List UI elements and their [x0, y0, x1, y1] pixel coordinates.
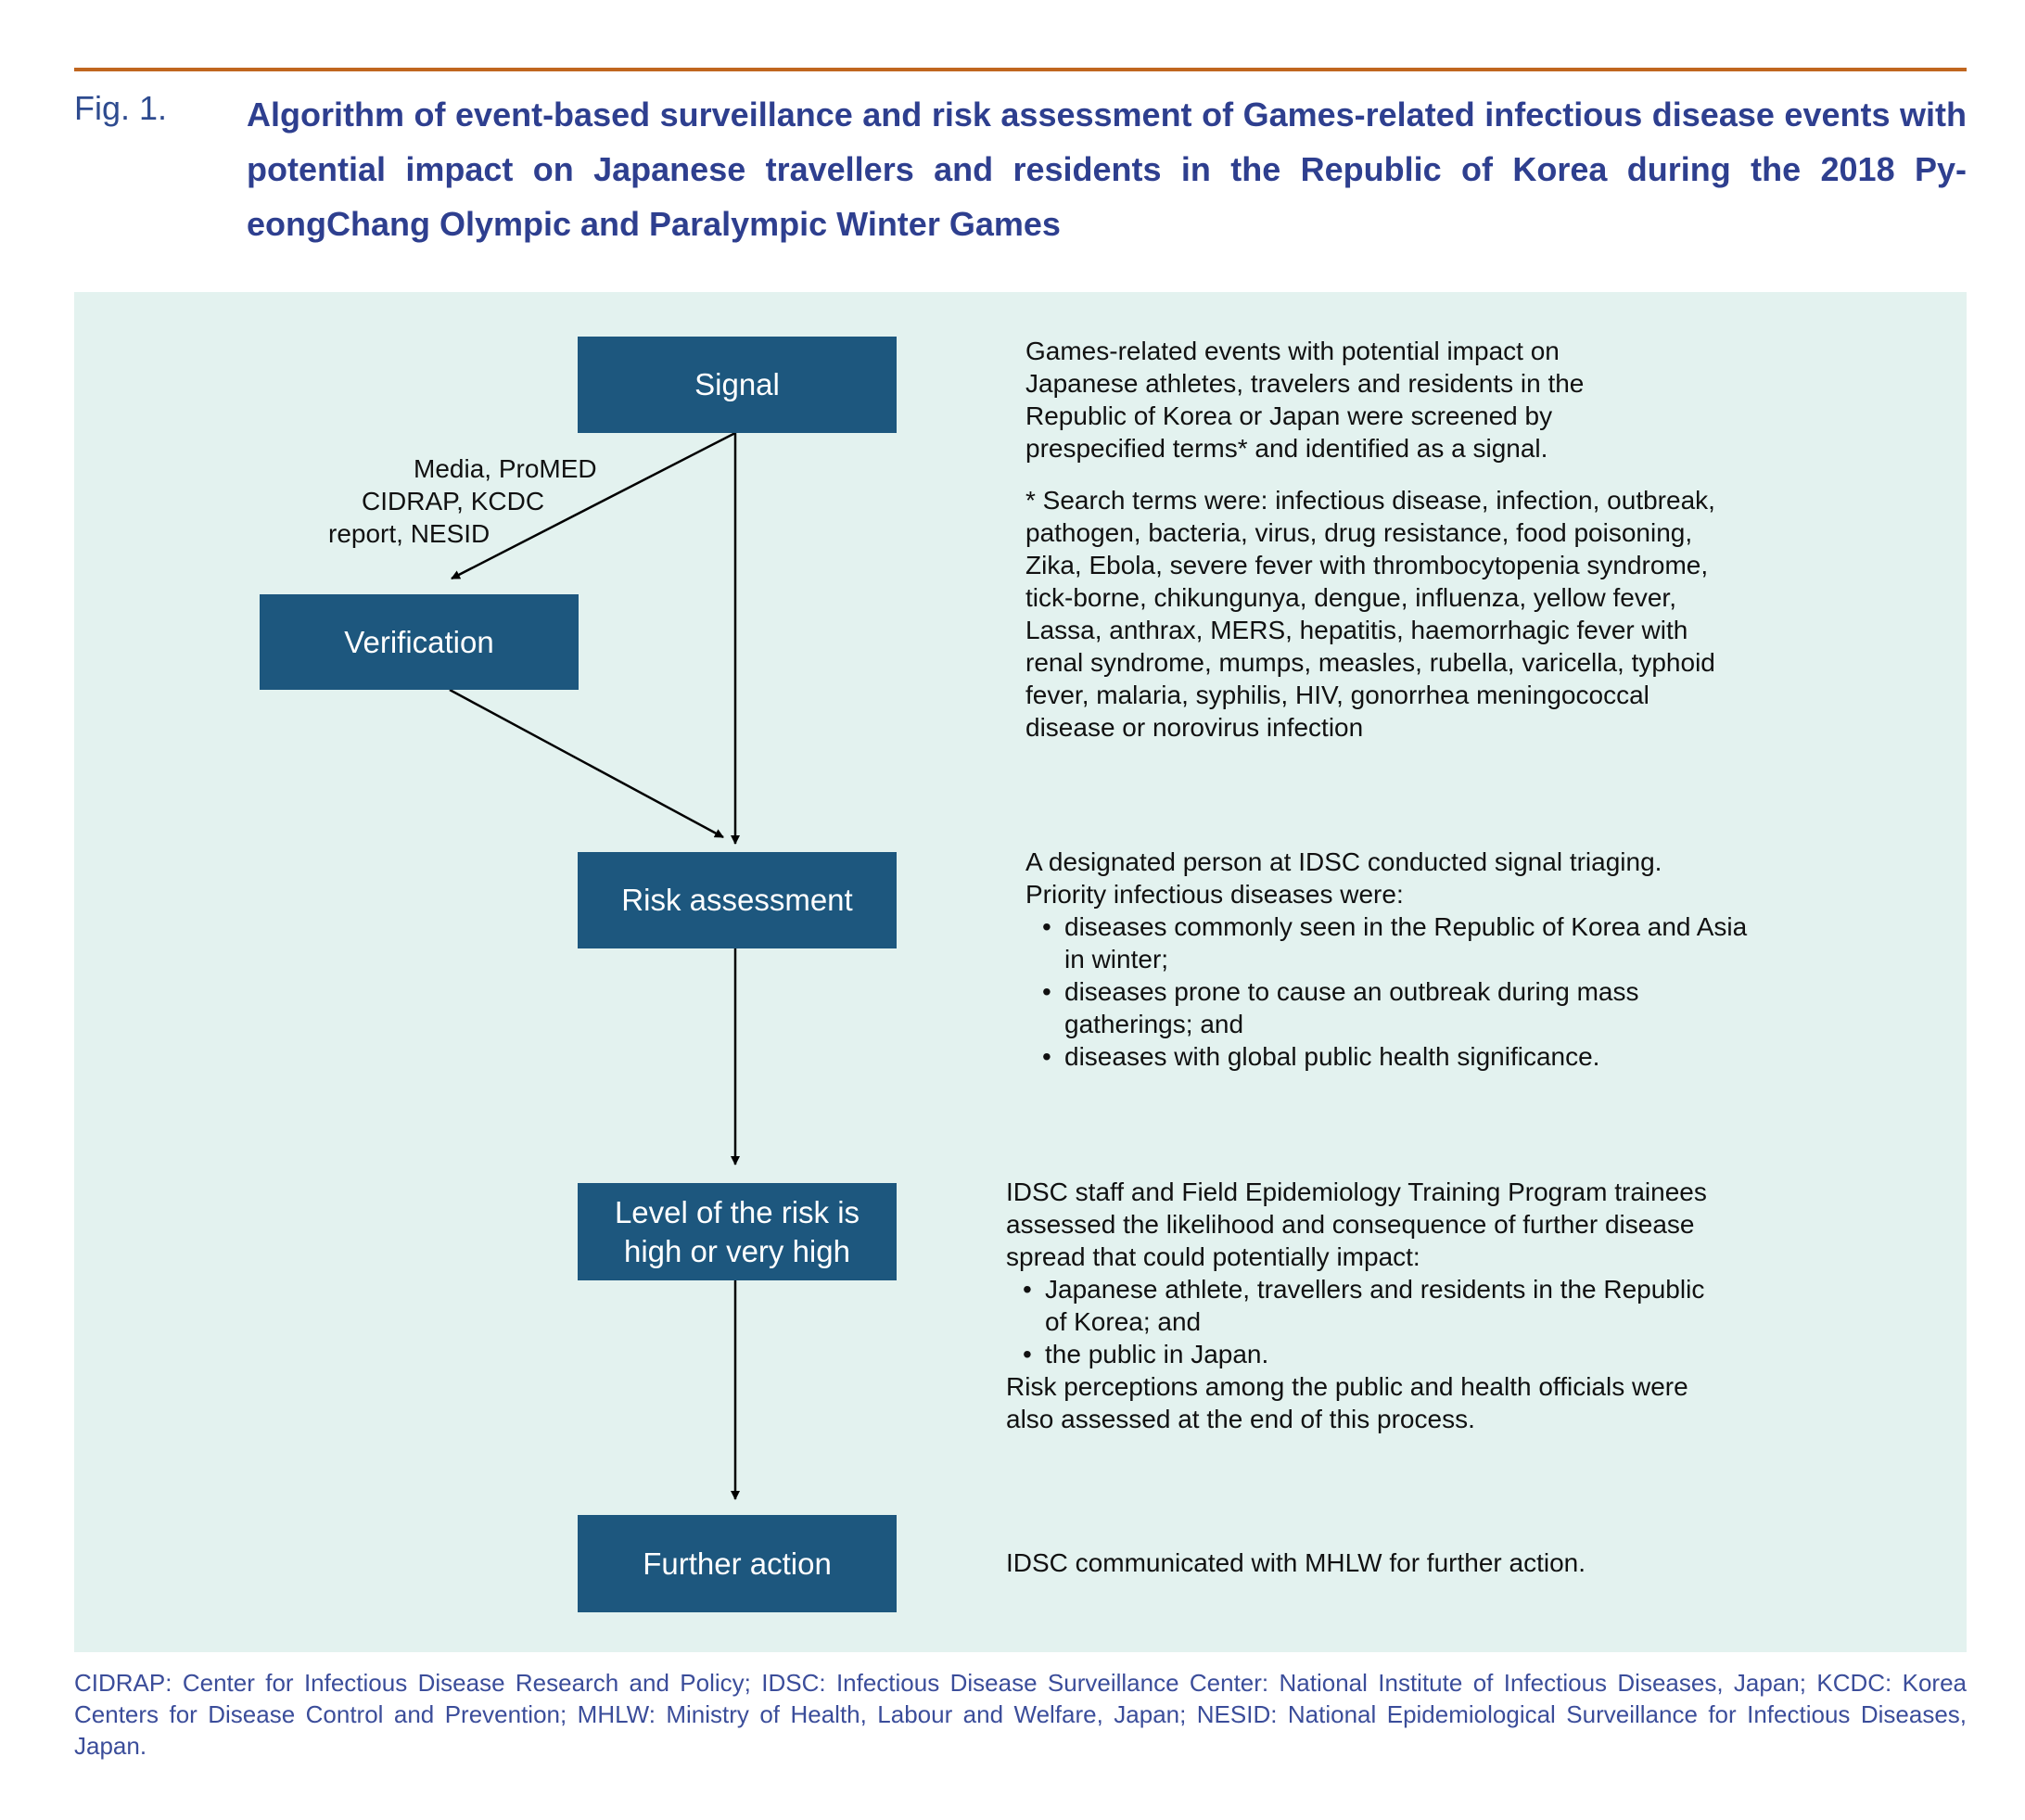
- figure-label: Fig. 1.: [74, 89, 168, 127]
- figure-title: Algorithm of event-based surveillance an…: [247, 95, 1967, 243]
- impact-list: Japanese athlete, travellers and residen…: [1006, 1273, 1729, 1370]
- risk-level-outro: Risk perceptions among the public and he…: [1006, 1372, 1688, 1433]
- source-line: Media, ProMED: [414, 454, 597, 483]
- risk-level-node: Level of the risk is high or very high: [578, 1183, 897, 1280]
- top-rule: [74, 68, 1967, 71]
- list-item: diseases commonly seen in the Republic o…: [1025, 910, 1749, 975]
- risk-assessment-intro: A designated person at IDSC conducted si…: [1025, 847, 1662, 909]
- risk-level-description: IDSC staff and Field Epidemiology Traini…: [1006, 1176, 1729, 1435]
- list-item: Japanese athlete, travellers and residen…: [1006, 1273, 1729, 1338]
- source-line: CIDRAP, KCDC: [362, 487, 545, 515]
- list-item: diseases with global public health signi…: [1025, 1040, 1749, 1073]
- verification-node: Verification: [260, 594, 579, 690]
- signal-node: Signal: [578, 337, 897, 433]
- signal-description: Games-related events with potential impa…: [1025, 335, 1656, 465]
- search-terms-text: * Search terms were: infectious disease,…: [1025, 486, 1715, 742]
- risk-assessment-node: Risk assessment: [578, 852, 897, 948]
- risk-assessment-description: A designated person at IDSC conducted si…: [1025, 846, 1749, 1073]
- search-terms: * Search terms were: infectious disease,…: [1025, 484, 1730, 744]
- further-action-node: Further action: [578, 1515, 897, 1612]
- signal-description-text: Games-related events with potential impa…: [1025, 337, 1585, 463]
- source-line: report, NESID: [328, 519, 490, 548]
- risk-level-intro: IDSC staff and Field Epidemiology Traini…: [1006, 1177, 1707, 1271]
- priority-disease-list: diseases commonly seen in the Republic o…: [1025, 910, 1749, 1073]
- list-item: diseases prone to cause an outbreak duri…: [1025, 975, 1749, 1040]
- further-action-text: IDSC communicated with MHLW for further …: [1006, 1548, 1586, 1577]
- abbreviations-footnote: CIDRAP: Center for Infectious Disease Re…: [74, 1669, 1967, 1760]
- list-item: the public in Japan.: [1006, 1338, 1729, 1370]
- further-action-description: IDSC communicated with MHLW for further …: [1006, 1546, 1748, 1579]
- signal-sources-label: Media, ProMED CIDRAP, KCDC report, NESID: [297, 452, 612, 550]
